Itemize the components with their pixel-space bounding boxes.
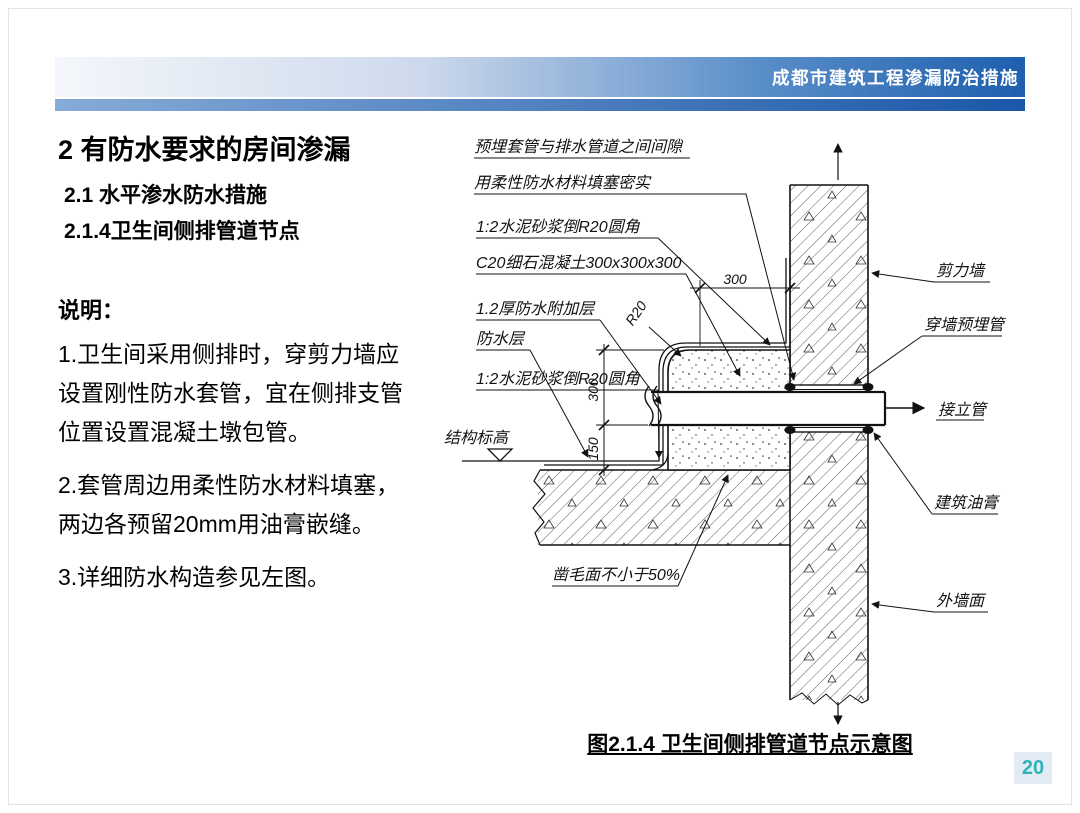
section-heading: 2 有防水要求的房间渗漏 [58,135,351,165]
label-outer-wall-face: 外墙面 [936,592,987,610]
label-gap-line2: 用柔性防水材料填塞密实 [474,174,652,192]
header-strip [55,99,1025,111]
label-shear-wall: 剪力墙 [936,262,986,280]
callout-labels: 预埋套管与排水管道之间间隙 用柔性防水材料填塞密实 1:2水泥砂浆倒R20圆角 … [444,138,1007,610]
leader-lines [474,157,1002,613]
label-riser-pipe: 接立管 [938,401,989,419]
floor-slab [532,469,790,546]
header-banner: 成都市建筑工程渗漏防治措施 [55,57,1025,97]
figure-caption: 图2.1.4 卫生间侧排管道节点示意图 [587,733,913,756]
label-mortar-fillet-top: 1:2水泥砂浆倒R20圆角 [476,218,641,236]
left-column: 2 有防水要求的房间渗漏 2.1 水平渗水防水措施 2.1.4卫生间侧排管道节点… [58,128,410,611]
pipe-break-line [644,385,654,427]
label-membrane: 防水层 [476,330,526,348]
label-roughened-surface: 凿毛面不小于50% [552,566,680,584]
level-symbol [462,448,544,462]
label-wall-sleeve: 穿墙预埋管 [924,316,1007,334]
dim-width-300: 300 [723,271,747,287]
detail-drawing: 300 R20 300 150 [444,138,1007,725]
label-extra-membrane: 1.2厚防水附加层 [476,300,596,318]
drain-pipe [644,385,926,427]
note-2: 2.套管周边用柔性防水材料填塞，两边各预留20mm用油膏嵌缝。 [58,472,400,537]
label-concrete-block: C20细石混凝土300x300x300 [476,254,682,272]
page-number: 20 [1014,752,1052,784]
waterproof-membrane-lines [544,258,791,466]
notes-block: 说明： 1.卫生间采用侧排时，穿剪力墙应设置刚性防水套管，宜在侧排支管位置设置混… [58,293,410,597]
label-structural-level: 结构标高 [444,429,510,447]
subsection-heading-2: 2.1.4卫生间侧排管道节点 [64,220,300,243]
label-gap-line1: 预埋套管与排水管道之间间隙 [474,138,684,156]
header-title: 成都市建筑工程渗漏防治措施 [772,67,1019,88]
grease-seals [784,383,874,434]
mortar-fillet-bottom-shape [651,453,669,471]
slab-break-line [532,469,546,546]
dim-height-150: 150 [585,437,601,461]
label-mortar-fillet-bottom: 1:2水泥砂浆倒R20圆角 [476,370,641,388]
note-3: 3.详细防水构造参见左图。 [58,564,331,590]
dim-radius-r20: R20 [622,298,650,328]
notes-title: 说明： [58,298,125,323]
shear-wall [789,143,869,725]
pipe-break-line [652,385,662,427]
note-1: 1.卫生间采用侧排时，穿剪力墙应设置刚性防水套管，宜在侧排支管位置设置混凝土墩包… [58,341,403,445]
subsection-heading-1: 2.1 水平渗水防水措施 [64,184,268,207]
label-building-grease: 建筑油膏 [934,494,1001,512]
